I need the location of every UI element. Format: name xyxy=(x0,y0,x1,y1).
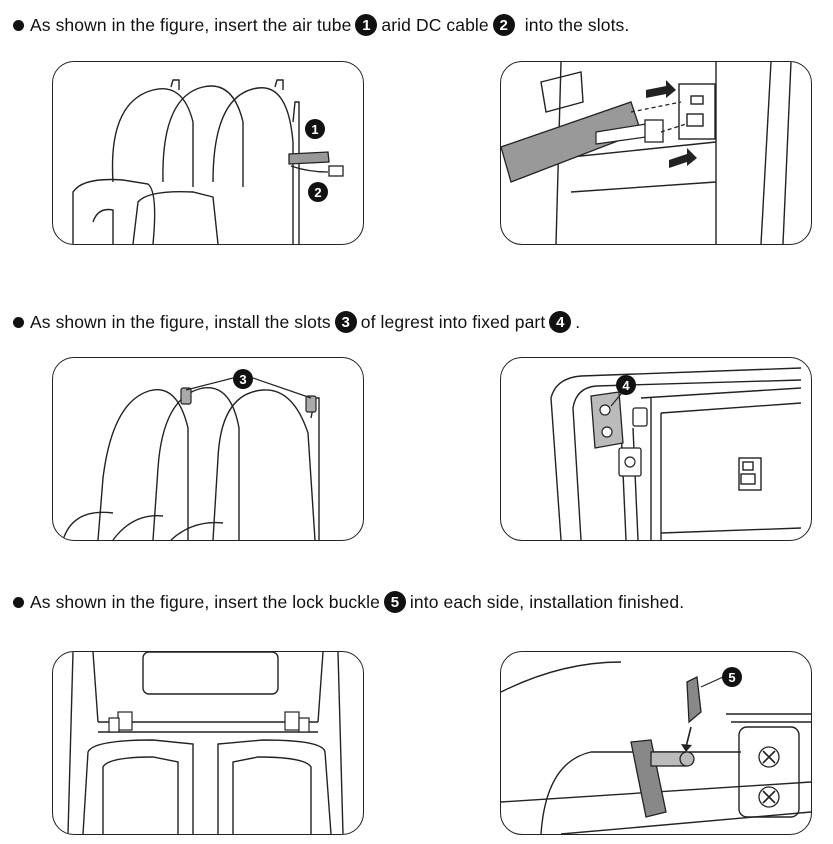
callout-3: 3 xyxy=(233,369,253,389)
figure-lock-buckle: 5 xyxy=(500,651,812,835)
number-1-badge: 1 xyxy=(355,14,378,36)
chair-legrest-illustration xyxy=(72,79,344,244)
legrest-slots-illustration xyxy=(62,377,320,540)
instruction-step-2: As shown in the figure, install the slot… xyxy=(13,311,580,333)
lock-buckle-illustration xyxy=(501,661,811,834)
figure-air-tube-cable: 1 2 xyxy=(52,61,364,245)
step-3-text-a: As shown in the figure, insert the lock … xyxy=(30,591,380,612)
slot-connector-illustration xyxy=(501,62,792,244)
instruction-step-1: As shown in the figure, insert the air t… xyxy=(13,14,629,36)
bullet-icon xyxy=(13,596,24,608)
figure-fixed-part: 4 xyxy=(500,357,812,541)
step-2-text-a: As shown in the figure, install the slot… xyxy=(30,311,331,332)
figure-installed-legrest xyxy=(52,651,364,835)
bullet-icon xyxy=(13,19,24,31)
step-3-text-b: into each side, installation finished. xyxy=(409,591,685,612)
instruction-step-3: As shown in the figure, insert the lock … xyxy=(13,591,684,613)
installed-legrest-illustration xyxy=(67,652,344,834)
step-1-text-b: arid DC cable xyxy=(381,14,489,35)
step-2-text-c: . xyxy=(575,311,581,332)
callout-4: 4 xyxy=(616,375,636,395)
step-2-text-b: of legrest into fixed part xyxy=(360,311,546,332)
step-1-text-c: into the slots. xyxy=(524,14,630,35)
number-5-badge: 5 xyxy=(383,591,406,613)
step-1-text-a: As shown in the figure, insert the air t… xyxy=(30,14,352,35)
callout-1: 1 xyxy=(305,119,325,139)
number-4-badge: 4 xyxy=(549,311,572,333)
fixed-part-illustration xyxy=(550,367,802,540)
callout-5: 5 xyxy=(722,667,742,687)
figure-legrest-slots: 3 xyxy=(52,357,364,541)
number-3-badge: 3 xyxy=(334,311,357,333)
callout-2: 2 xyxy=(308,182,328,202)
number-2-badge: 2 xyxy=(492,14,515,36)
bullet-icon xyxy=(13,316,24,328)
figure-slot-connector xyxy=(500,61,812,245)
